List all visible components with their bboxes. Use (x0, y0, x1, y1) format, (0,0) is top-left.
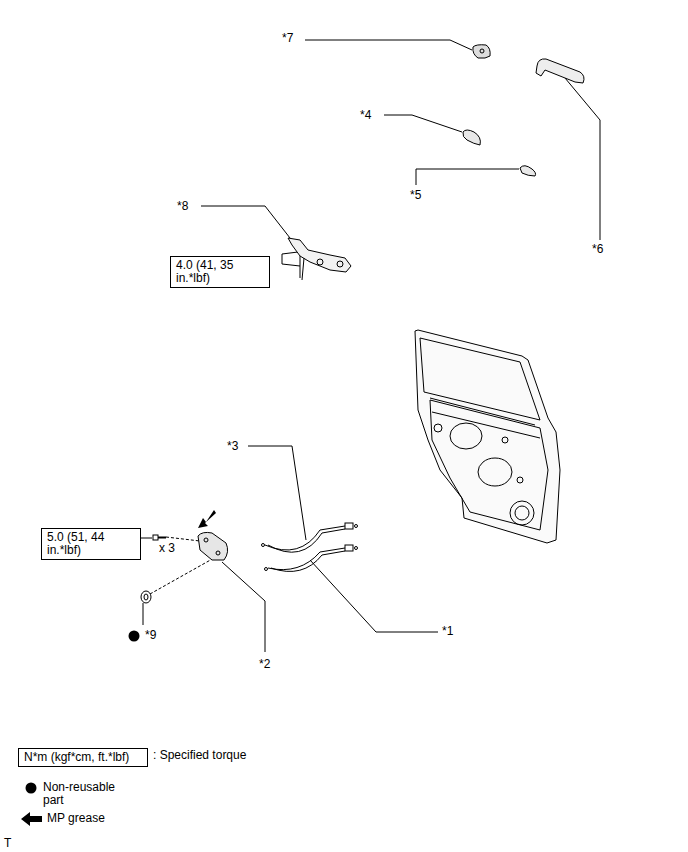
legend-text: MP grease (47, 812, 167, 825)
callout-number: *1 (441, 624, 454, 638)
callout-number: *5 (409, 188, 422, 202)
callout-number: *7 (281, 31, 294, 45)
torque-box: N*m (kgf*cm, ft.*lbf) (18, 748, 148, 767)
callout-number: T (3, 836, 12, 850)
torque-value: 5.0 (51, 44 in.*lbf) (47, 531, 135, 557)
torque-box: 5.0 (51, 44 in.*lbf) (41, 528, 141, 560)
callout-number: *9 (144, 628, 157, 642)
callout-number: x 3 (158, 541, 176, 555)
callout-number: *8 (176, 199, 189, 213)
callout-number: *3 (226, 439, 239, 453)
callout-number: *2 (258, 657, 271, 671)
legend-text: : Specified torque (153, 749, 293, 762)
legend-text: Non-reusable part (43, 781, 133, 807)
torque-value: N*m (kgf*cm, ft.*lbf) (24, 751, 142, 764)
callout-number: *4 (359, 108, 372, 122)
torque-box: 4.0 (41, 35 in.*lbf) (170, 256, 270, 288)
callout-number: *6 (591, 242, 604, 256)
torque-value: 4.0 (41, 35 in.*lbf) (176, 259, 264, 285)
